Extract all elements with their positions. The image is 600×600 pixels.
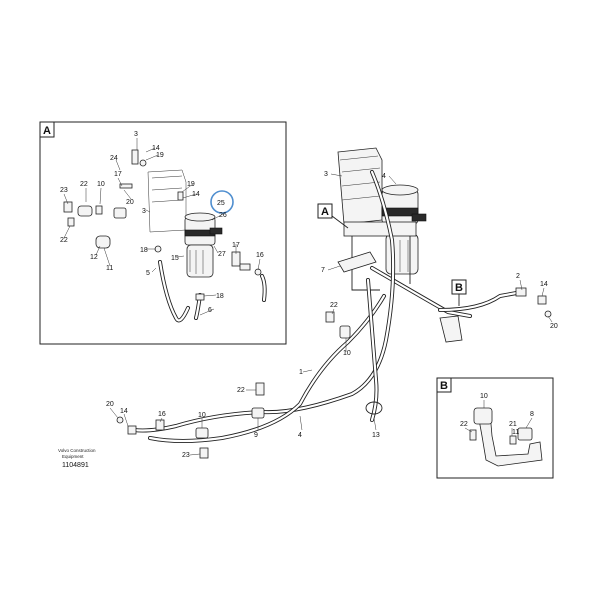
callout-a-5: 5 bbox=[146, 270, 150, 277]
callout-a-19b: 19 bbox=[187, 181, 195, 188]
callout-a-27: 27 bbox=[218, 251, 226, 258]
callout-10b: 10 bbox=[198, 412, 206, 419]
detail-a-panel: A bbox=[39, 121, 287, 345]
callout-4b: 4 bbox=[298, 432, 302, 439]
detail-a-housing-ghost bbox=[147, 169, 187, 233]
callout-20: 20 bbox=[550, 323, 558, 330]
callout-3: 3 bbox=[324, 171, 328, 178]
callout-a-14: 14 bbox=[152, 145, 160, 152]
callout-a-3: 3 bbox=[134, 131, 138, 138]
detail-a-filter-bowl bbox=[184, 212, 223, 278]
callout-16: 16 bbox=[158, 411, 166, 418]
detail-a-letter: A bbox=[43, 125, 51, 137]
callout-22: 22 bbox=[330, 302, 338, 309]
callout-20b: 20 bbox=[106, 401, 114, 408]
callout-a-25: 25 bbox=[217, 200, 225, 207]
callout-a-17: 17 bbox=[114, 171, 122, 178]
callout-a-24: 24 bbox=[110, 155, 118, 162]
callout-a-16: 16 bbox=[256, 252, 264, 259]
footer-doc-number: 1104891 bbox=[62, 462, 89, 469]
callout-a-3b: 3 bbox=[142, 208, 146, 215]
marker-a: A bbox=[321, 206, 329, 218]
footer-brand-line2: Equipment bbox=[62, 454, 84, 459]
callout-a-22b: 22 bbox=[60, 237, 68, 244]
callout-7: 7 bbox=[321, 267, 325, 274]
highlight-circle-25 bbox=[210, 190, 234, 214]
callout-a-18: 18 bbox=[140, 247, 148, 254]
callout-a-12: 12 bbox=[90, 254, 98, 261]
callout-22b: 22 bbox=[237, 387, 245, 394]
callout-a-26: 26 bbox=[219, 212, 227, 219]
callout-14: 14 bbox=[540, 281, 548, 288]
callout-a-19: 19 bbox=[156, 152, 164, 159]
callout-a-11: 11 bbox=[106, 265, 113, 272]
callout-a-20: 20 bbox=[126, 199, 134, 206]
callout-14b: 14 bbox=[120, 408, 128, 415]
callout-1: 1 bbox=[299, 369, 303, 376]
callout-b-8: 8 bbox=[530, 411, 534, 418]
callout-a-10: 10 bbox=[97, 181, 105, 188]
callout-13: 13 bbox=[372, 432, 380, 439]
main-assembly: A B 3 4 7 2 14 20 22 10 1 22 13 20 14 16… bbox=[106, 147, 558, 459]
callout-a-22: 22 bbox=[80, 181, 88, 188]
callout-4: 4 bbox=[382, 173, 386, 180]
marker-b: B bbox=[455, 282, 463, 294]
bolt-3 bbox=[131, 149, 139, 165]
detail-b-letter: B bbox=[440, 380, 448, 392]
callout-b-21: 21 bbox=[509, 421, 517, 428]
callout-23: 23 bbox=[182, 452, 190, 459]
callout-a-18b: 18 bbox=[216, 293, 224, 300]
callout-a-14b: 14 bbox=[192, 191, 200, 198]
footer-brand: Volvo Construction bbox=[58, 448, 96, 453]
callout-9: 9 bbox=[254, 432, 258, 439]
callout-2: 2 bbox=[516, 273, 520, 280]
callout-b-22: 22 bbox=[460, 421, 468, 428]
callout-b-11: 11 bbox=[512, 429, 519, 436]
detail-b-panel: B 10 8 22 21 11 bbox=[436, 377, 554, 479]
footer: Volvo Construction Equipment 1104891 bbox=[58, 448, 96, 469]
callout-a-23: 23 bbox=[60, 187, 68, 194]
callout-a-15: 15 bbox=[171, 255, 179, 262]
callout-10: 10 bbox=[343, 350, 351, 357]
callout-b-10: 10 bbox=[480, 393, 488, 400]
